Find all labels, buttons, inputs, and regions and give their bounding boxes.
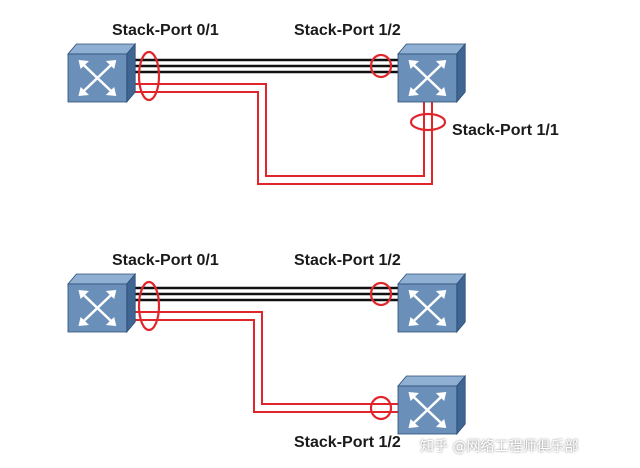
port-group-ring — [369, 281, 393, 307]
stack-port-label: Stack-Port 0/1 — [112, 22, 219, 39]
port-group-ring — [369, 395, 393, 421]
switch-icon — [396, 42, 467, 104]
bottom-red-cables — [128, 311, 404, 413]
stack-port-label: Stack-Port 1/2 — [294, 434, 401, 451]
stack-port-label: Stack-Port 1/1 — [452, 122, 559, 139]
stack-port-label: Stack-Port 1/2 — [294, 252, 401, 269]
switch-icon — [66, 272, 137, 334]
switch-icon — [396, 272, 467, 334]
port-group-ring — [409, 112, 447, 132]
stack-port-label: Stack-Port 0/1 — [112, 252, 219, 269]
top-black-cables — [128, 58, 404, 74]
port-group-ring — [369, 53, 393, 79]
watermark-text: 知乎 @网络工程师俱乐部 — [420, 439, 579, 455]
switch-icon — [66, 42, 137, 104]
switch-icon — [396, 374, 467, 436]
top-red-cables — [128, 83, 433, 185]
stack-port-label: Stack-Port 1/2 — [294, 22, 401, 39]
bottom-black-cables — [128, 286, 404, 302]
top-topology — [66, 42, 467, 185]
port-group-ring — [137, 50, 161, 102]
port-group-ring — [137, 280, 161, 332]
bottom-topology — [66, 272, 467, 436]
